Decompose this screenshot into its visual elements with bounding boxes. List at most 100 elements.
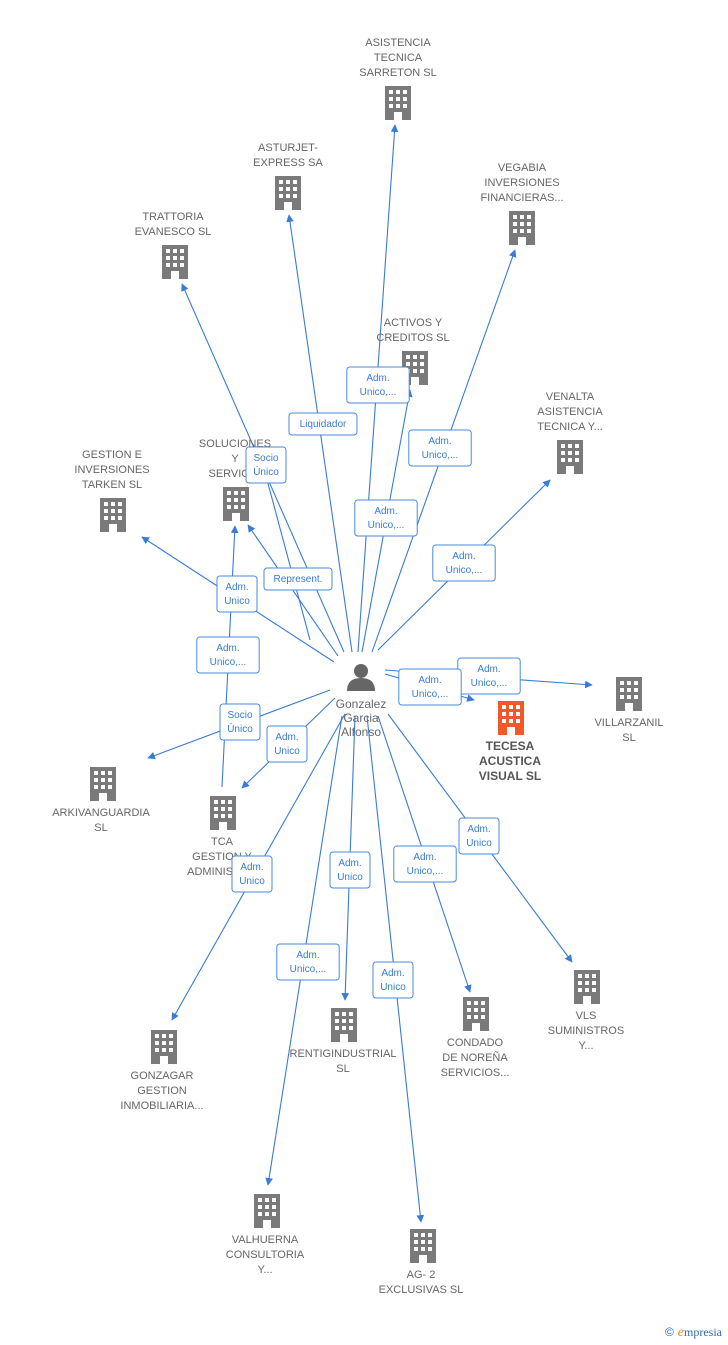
edge-label-7[interactable]: Represent. [263,567,333,591]
edge-label-text: Unico,... [407,866,444,877]
company-node-vls[interactable]: VLSSUMINISTROSY... [548,970,624,1052]
edge-label-text: Único [253,465,279,478]
edge-label-10[interactable]: Adm.Unico,... [398,668,462,706]
building-icon[interactable] [100,498,126,532]
edge-label-box[interactable] [245,446,287,484]
edge-label-box[interactable] [372,961,414,999]
edge-label-box[interactable] [276,943,340,981]
edge-label-box[interactable] [329,851,371,889]
edge-label-box[interactable] [288,412,358,436]
edge-label-13[interactable]: Adm.Unico,... [196,636,260,674]
edge-label-17[interactable]: Adm. Unico,... [393,845,457,883]
building-icon[interactable] [254,1194,280,1228]
edge-label-text: Adm. [467,824,490,835]
company-label: INVERSIONES [484,177,559,189]
edge-label-5[interactable]: Adm.Unico,... [432,544,496,582]
edge-label-box[interactable] [263,567,333,591]
building-icon[interactable] [210,796,236,830]
company-label: Y... [578,1040,593,1052]
company-label: GESTION [137,1085,187,1097]
edge-label-box[interactable] [216,575,258,613]
edge-label-14[interactable]: Adm.Unico [458,817,500,855]
edge-label-text: Unico [380,982,406,993]
edge-label-9[interactable]: Adm.Unico,... [457,657,521,695]
edge-label-2[interactable]: Adm.Unico,... [408,429,472,467]
edge-label-box[interactable] [393,845,457,883]
edge-label-4[interactable]: Adm. Unico,... [354,499,418,537]
building-icon[interactable] [463,997,489,1031]
edge-label-box[interactable] [266,725,308,763]
company-label: INMOBILIARIA... [120,1100,203,1112]
edge-label-16[interactable]: Adm.Unico [329,851,371,889]
company-label: Y... [257,1264,272,1276]
company-node-gonzagar[interactable]: GONZAGARGESTIONINMOBILIARIA... [120,1030,204,1112]
edge-label-text: Adm. [413,852,436,863]
building-icon[interactable] [498,701,524,735]
building-icon[interactable] [385,86,411,120]
edge-label-15[interactable]: Adm.Unico [231,855,273,893]
edge-label-box[interactable] [219,703,261,741]
edge-label-text: Adm. [275,732,298,743]
building-icon[interactable] [162,245,188,279]
building-icon[interactable] [275,176,301,210]
edge-label-18[interactable]: Adm.Unico,... [276,943,340,981]
copyright-icon: © [664,1325,674,1339]
person-label: Garcia [343,711,379,725]
edge-label-12[interactable]: Adm.Unico [266,725,308,763]
company-label: GESTION E [82,449,142,461]
building-icon[interactable] [331,1008,357,1042]
edge-label-box[interactable] [346,366,410,404]
edge-label-1[interactable]: Liquidador [288,412,358,436]
edge-label-text: Adm. [374,506,397,517]
edge-label-box[interactable] [432,544,496,582]
building-icon[interactable] [616,677,642,711]
building-icon[interactable] [90,767,116,801]
edge-label-text: Adm. [225,582,248,593]
edge-label-text: Adm. [452,551,475,562]
building-icon[interactable] [557,440,583,474]
company-node-valhuerna[interactable]: VALHUERNA CONSULTORIA Y... [226,1194,305,1276]
edge-label-text: Adm. [381,968,404,979]
edge-label-19[interactable]: Adm. Unico [372,961,414,999]
company-node-vegabia[interactable]: VEGABIAINVERSIONESFINANCIERAS... [480,162,564,245]
edge-label-0[interactable]: Adm.Unico,... [346,366,410,404]
company-node-asturjet[interactable]: ASTURJET-EXPRESS SA [253,142,324,210]
edge-label-text: Unico,... [368,520,405,531]
building-icon[interactable] [509,211,535,245]
person-icon[interactable] [347,664,375,691]
building-icon[interactable] [410,1229,436,1263]
building-icon[interactable] [151,1030,177,1064]
edge-label-box[interactable] [398,668,462,706]
edge-label-text: Unico,... [422,450,459,461]
edge-label-text: Socio [253,453,278,464]
edge-label-box[interactable] [354,499,418,537]
company-label: SL [336,1063,349,1075]
edge-label-6[interactable]: Adm.Unico [216,575,258,613]
company-label: ASISTENCIA [537,406,603,418]
company-label: SERVICIOS... [441,1067,510,1079]
building-icon[interactable] [574,970,600,1004]
company-label: VALHUERNA [232,1234,299,1246]
company-label: CONSULTORIA [226,1249,305,1261]
edge-label-text: Unico [239,876,265,887]
edge-label-box[interactable] [196,636,260,674]
building-icon[interactable] [223,487,249,521]
edge-label-box[interactable] [231,855,273,893]
edge-label-box[interactable] [408,429,472,467]
edge-label-box[interactable] [458,817,500,855]
